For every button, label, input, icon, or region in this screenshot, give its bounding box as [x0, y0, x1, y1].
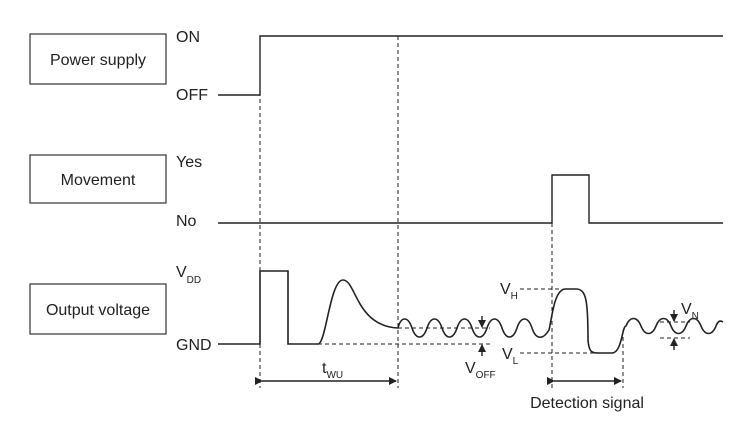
power-supply-box: Power supply: [29, 33, 167, 85]
movement-yes-label: Yes: [176, 154, 202, 171]
vdd-label: VDD: [176, 264, 201, 286]
movement-no-label: No: [176, 213, 197, 230]
voff-label: VOFF: [465, 360, 496, 381]
movement-label: Movement: [61, 172, 136, 189]
twu-label: tWU: [322, 360, 343, 381]
output-voltage-waveform: [218, 270, 724, 354]
power-supply-label: Power supply: [50, 52, 146, 69]
movement-box: Movement: [29, 154, 167, 204]
vn-label: VN: [681, 301, 699, 322]
vh-label: VH: [500, 281, 518, 302]
output-voltage-label: Output voltage: [46, 302, 150, 319]
power-supply-waveform: [218, 35, 723, 96]
power-off-label: OFF: [176, 87, 208, 104]
detection-signal-label: Detection signal: [530, 395, 644, 412]
vl-label: VL: [502, 346, 519, 367]
output-voltage-box: Output voltage: [29, 283, 167, 335]
gnd-label: GND: [176, 337, 212, 354]
movement-waveform: [218, 174, 723, 224]
power-on-label: ON: [176, 29, 200, 46]
